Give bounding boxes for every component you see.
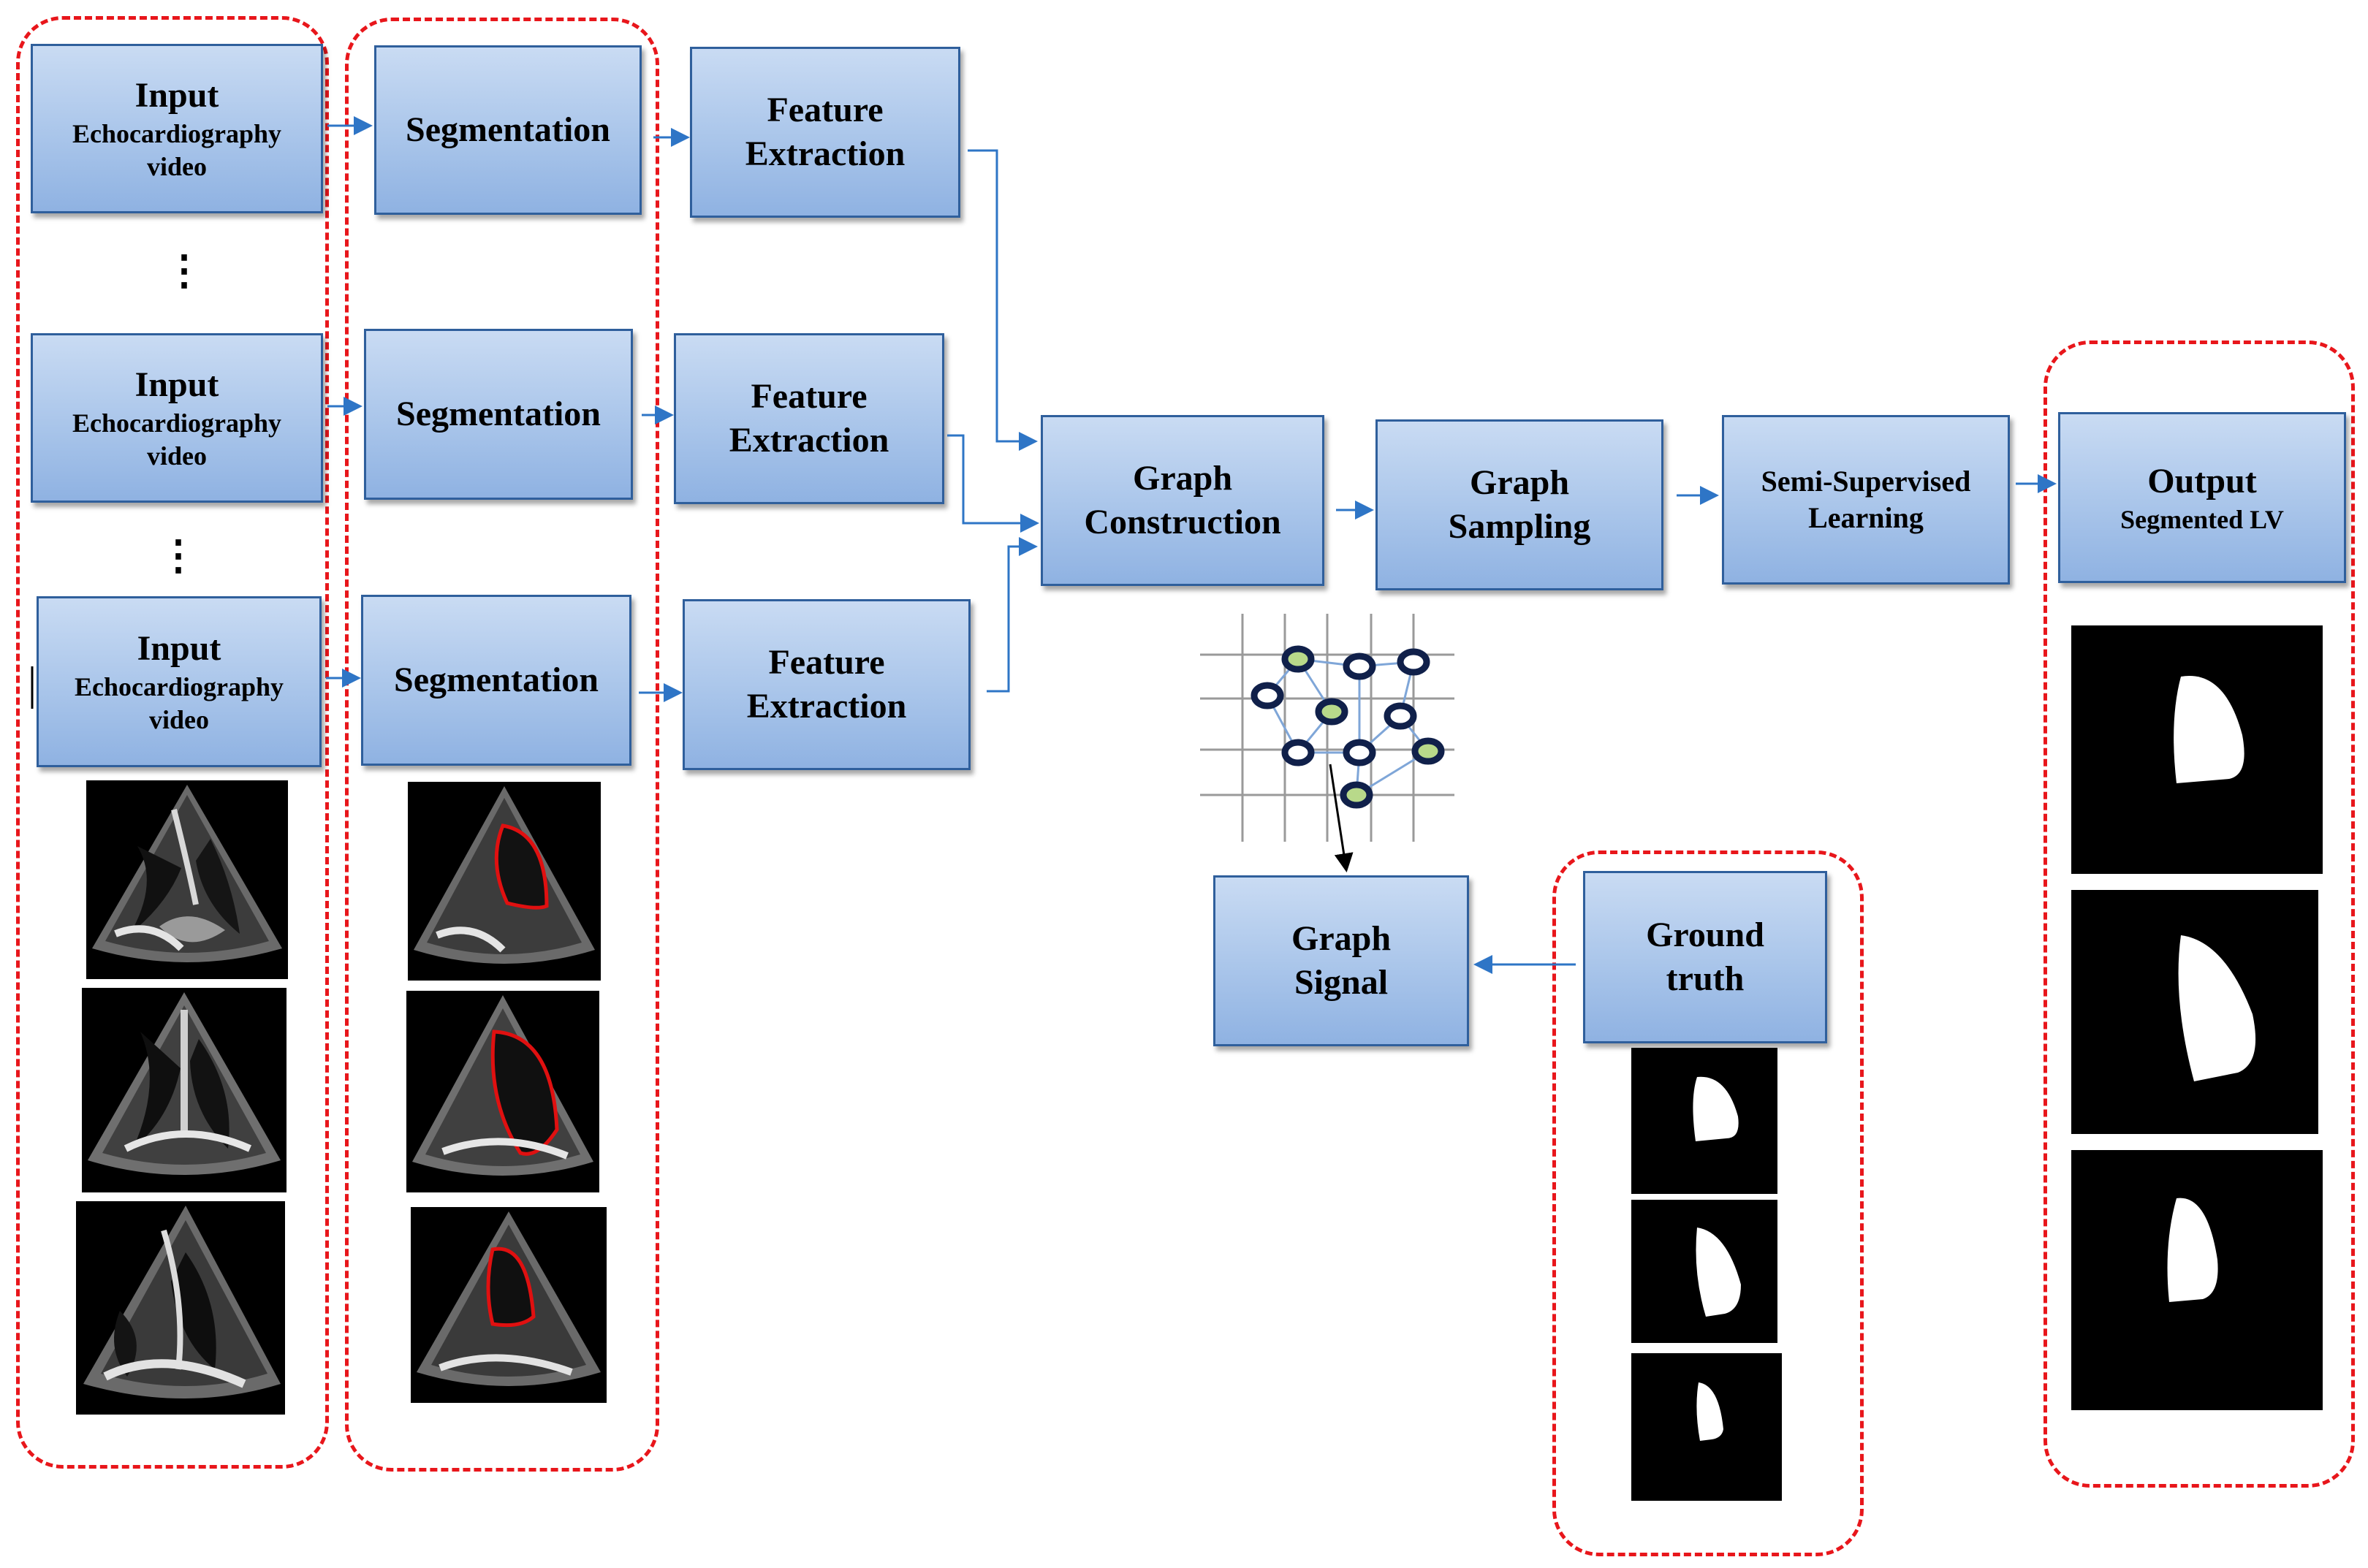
semi-supervised-learning-box: Semi-Supervised Learning: [1722, 415, 2010, 585]
echo-frame-2: [82, 988, 286, 1192]
ground-truth-box: Ground truth: [1583, 871, 1827, 1043]
segmentation-label: Segmentation: [394, 661, 599, 699]
connector-fe3-to-gc: [987, 537, 1038, 693]
output-box: Output Segmented LV: [2058, 412, 2346, 583]
graph-node: [1411, 737, 1445, 765]
graph-signal-line2: Signal: [1294, 963, 1389, 1002]
segmentation-label: Segmentation: [406, 110, 610, 149]
feature-extraction-line1: Feature: [767, 91, 884, 129]
echo-frame-1: [86, 780, 288, 979]
graph-node: [1281, 739, 1315, 766]
ground-truth-mask-1-art: [1693, 1076, 1739, 1141]
feature-extraction-line2: Extraction: [745, 134, 906, 173]
ground-truth-line2: truth: [1666, 959, 1745, 998]
echo-frame-3: [76, 1201, 285, 1415]
feature-extraction-box-1: Feature Extraction: [690, 47, 960, 218]
ground-truth-mask-3: [1631, 1353, 1782, 1501]
echo-frame-3-art: [83, 1206, 281, 1398]
input-subtitle-2: video: [146, 441, 207, 471]
ground-truth-mask-2: [1631, 1200, 1777, 1343]
graph-node: [1340, 781, 1373, 809]
semi-supervised-line1: Semi-Supervised: [1761, 465, 1971, 498]
input-group: [16, 16, 329, 1469]
arrow-graph-to-signal: [1329, 764, 1354, 872]
input-title: Input: [134, 76, 219, 115]
output-title: Output: [2147, 461, 2257, 501]
graph-sampling-line2: Sampling: [1448, 507, 1591, 546]
graph-construction-box: Graph Construction: [1041, 415, 1324, 586]
graph-signal-box: Graph Signal: [1213, 875, 1469, 1046]
input-subtitle: Echocardiography: [72, 408, 281, 438]
input-subtitle: Echocardiography: [72, 119, 281, 148]
output-subtitle: Segmented LV: [2120, 504, 2284, 534]
input-subtitle-2: video: [146, 152, 207, 181]
graph-edges: [1266, 658, 1430, 796]
graph-node: [1343, 652, 1376, 680]
graph-sampling-line1: Graph: [1469, 463, 1570, 502]
graph-construction-line1: Graph: [1132, 459, 1233, 498]
segmentation-box-2: Segmentation: [364, 329, 633, 500]
output-mask-3: [2071, 1150, 2323, 1410]
echo-frame-2-art: [88, 992, 281, 1175]
output-mask-1: [2071, 625, 2323, 874]
graph-node: [1315, 698, 1348, 726]
ground-truth-mask-2-art: [1696, 1228, 1741, 1317]
segmented-frame-1: [408, 782, 601, 981]
output-mask-2: [2071, 890, 2318, 1134]
graph-sampling-box: Graph Sampling: [1375, 419, 1663, 590]
ground-truth-line1: Ground: [1646, 916, 1764, 954]
ground-truth-group: [1552, 850, 1864, 1556]
feature-extraction-line2: Extraction: [729, 421, 889, 460]
segmentation-box-3: Segmentation: [361, 595, 631, 766]
echo-frame-1-art: [92, 785, 282, 962]
input-box-1: Input Echocardiography video: [31, 44, 323, 213]
ground-truth-mask-1: [1631, 1048, 1777, 1194]
segmented-frame-2: [406, 991, 599, 1192]
ellipsis-2: ⋮: [158, 533, 199, 579]
semi-supervised-line2: Learning: [1808, 501, 1924, 534]
segmentation-label: Segmentation: [396, 395, 601, 433]
feature-extraction-box-2: Feature Extraction: [674, 333, 944, 504]
graph-signal-line1: Graph: [1291, 919, 1392, 958]
input-subtitle-2: video: [148, 705, 209, 734]
graph-illustration: [1200, 614, 1454, 842]
graph-node: [1384, 702, 1417, 730]
segmented-frame-2-art: [412, 995, 593, 1176]
segmentation-box-1: Segmentation: [374, 45, 642, 215]
output-group: [2043, 340, 2355, 1488]
feature-extraction-line2: Extraction: [746, 687, 907, 726]
output-mask-3-art: [2167, 1198, 2218, 1302]
output-mask-1-art: [2174, 676, 2244, 783]
segmented-frame-3: [411, 1207, 607, 1403]
segmented-frame-1-art: [414, 786, 595, 964]
output-mask-2-art: [2178, 935, 2256, 1081]
input-box-2: Input Echocardiography video: [31, 333, 323, 503]
graph-node: [1251, 682, 1284, 709]
ellipsis-1: ⋮: [164, 248, 205, 294]
input-title: Input: [137, 629, 221, 668]
connector-fe2-to-gc: [947, 434, 1039, 533]
input-subtitle: Echocardiography: [74, 672, 284, 701]
graph-node: [1281, 645, 1315, 673]
graph-node: [1397, 648, 1430, 676]
connector-fe1-to-gc: [968, 149, 1038, 451]
segmentation-group: [345, 18, 659, 1472]
graph-construction-line2: Construction: [1084, 503, 1281, 541]
ground-truth-mask-3-art: [1696, 1382, 1723, 1441]
feature-extraction-box-3: Feature Extraction: [683, 599, 971, 770]
segmented-frame-3-art: [417, 1211, 601, 1386]
graph-node: [1343, 739, 1376, 766]
feature-extraction-line1: Feature: [768, 643, 885, 682]
input-box-3: Input Echocardiography video: [37, 596, 322, 767]
feature-extraction-line1: Feature: [751, 377, 868, 416]
input-title: Input: [134, 365, 219, 404]
graph-nodes: [1251, 645, 1445, 809]
